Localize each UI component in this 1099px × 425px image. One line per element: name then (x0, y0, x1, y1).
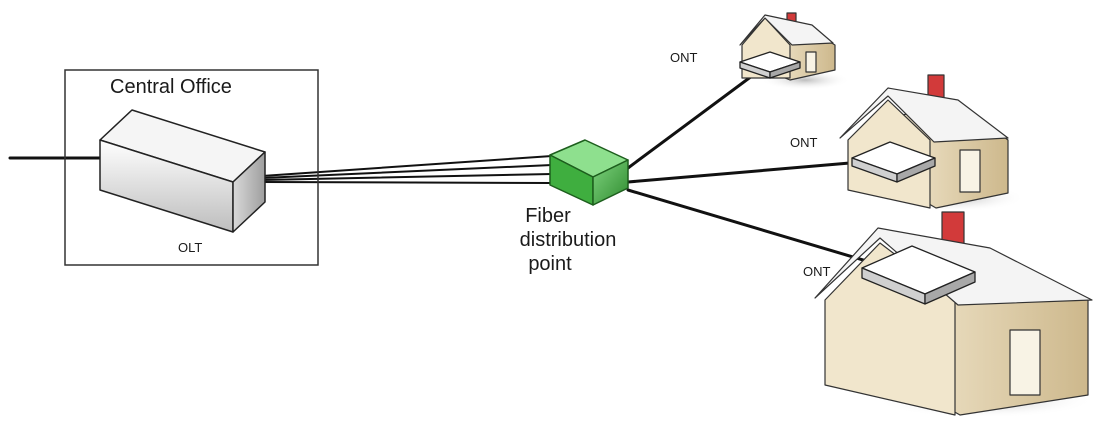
fiber-lines (8, 68, 892, 270)
house-3 (814, 211, 1095, 418)
feeder-fiber-3 (261, 173, 553, 181)
fiber-distribution-point: Fiber distribution point (520, 139, 629, 275)
central-office: Central Office OLT (64, 69, 319, 266)
house-1-door (805, 51, 817, 73)
olt-side (232, 151, 266, 233)
ont-2-label: ONT (790, 135, 818, 150)
ont-3-side (924, 271, 976, 305)
ont-3-label: ONT (803, 264, 831, 279)
ont-3 (861, 245, 976, 305)
fdp-label-line3: point (528, 253, 572, 275)
fdp-label-line2: distribution (520, 229, 617, 251)
central-office-frame (64, 69, 319, 266)
fdp-label-line1: Fiber (525, 205, 571, 227)
house-3-door (1009, 329, 1041, 396)
ont-1-side (769, 61, 801, 79)
house-2 (839, 74, 1025, 212)
olt-label: OLT (178, 240, 202, 255)
house-1-roof (739, 14, 834, 46)
drop-fiber-2 (626, 158, 887, 184)
house-2-roof (839, 87, 1009, 143)
house-2-door (959, 149, 981, 193)
feeder-fiber-2 (261, 164, 553, 179)
olt-device (99, 109, 266, 233)
splitter-box (549, 139, 629, 206)
drop-fiber-1 (626, 68, 762, 170)
splitter-side (592, 159, 629, 206)
ont-2 (851, 141, 936, 183)
ont-2-side (896, 157, 936, 183)
feeder-fiber-1 (261, 155, 553, 177)
drop-fiber-3 (626, 188, 892, 270)
ont-1-label: ONT (670, 50, 698, 65)
house-1 (739, 12, 850, 90)
ont-1 (739, 51, 801, 79)
central-office-title: Central Office (110, 76, 232, 98)
feeder-fiber-4 (261, 181, 553, 184)
